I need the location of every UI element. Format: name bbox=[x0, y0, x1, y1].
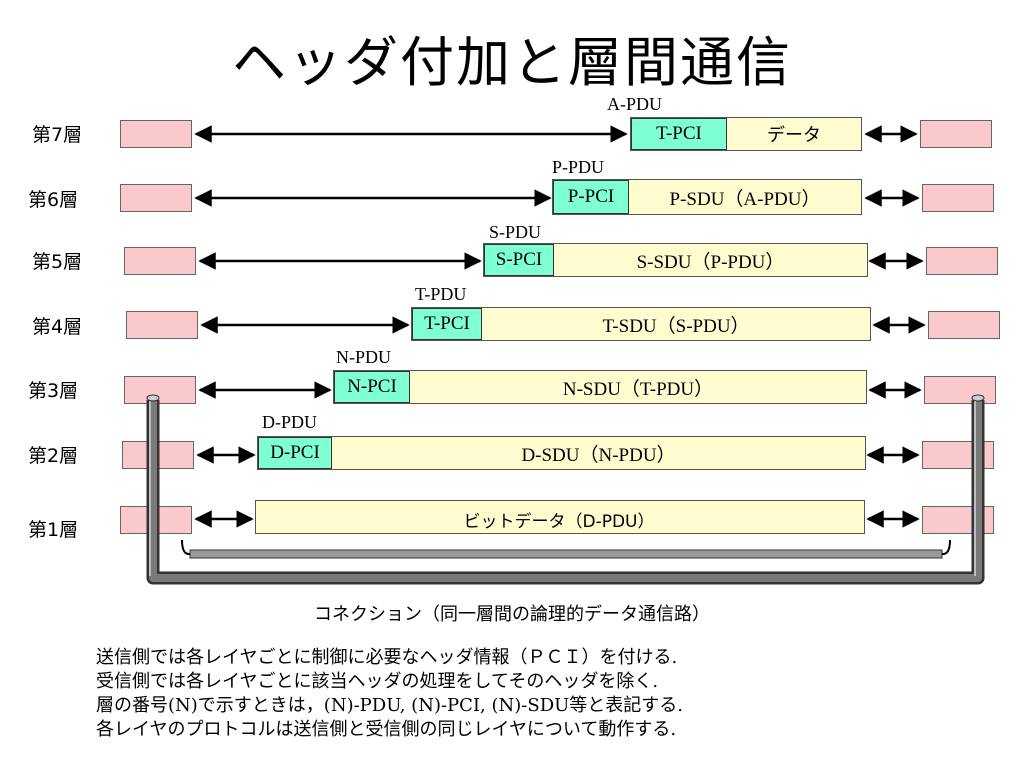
pci-3: N-PCI bbox=[334, 371, 410, 403]
layer-label-2: 第2層 bbox=[28, 445, 79, 467]
connection-caption: コネクション（同一層間の論理的データ通信路） bbox=[314, 604, 710, 625]
receiver-box-5 bbox=[926, 247, 998, 275]
pdu-box-3: N-PCI N-SDU（T-PDU） bbox=[333, 370, 867, 404]
pdu-label-7: A-PDU bbox=[607, 94, 663, 114]
sdu-2: D-SDU（N-PDU） bbox=[521, 444, 676, 466]
pdu-label-3: N-PDU bbox=[336, 347, 392, 367]
sdu-6: P-SDU（A-PDU） bbox=[669, 188, 821, 210]
sdu-7: データ bbox=[767, 125, 821, 146]
pdu-label-6: P-PDU bbox=[552, 157, 605, 177]
sdu-4: T-SDU（S-PDU） bbox=[602, 315, 750, 337]
sender-box-7 bbox=[120, 120, 192, 148]
sdu-3: N-SDU（T-PDU） bbox=[562, 378, 714, 400]
note-line-1: 送信側では各レイヤごとに制御に必要なヘッダ情報（ＰＣＩ）を付ける. bbox=[96, 647, 678, 668]
sender-box-6 bbox=[120, 184, 192, 212]
pci-4: T-PCI bbox=[412, 308, 482, 340]
receiver-box-4 bbox=[928, 311, 1000, 339]
layer-label-3: 第3層 bbox=[28, 380, 79, 402]
pdu-label-2: D-PDU bbox=[262, 412, 318, 432]
sender-box-3 bbox=[124, 376, 196, 404]
pdu-box-4: T-PCI T-SDU（S-PDU） bbox=[411, 307, 871, 341]
note-line-2: 受信側では各レイヤごとに該当ヘッダの処理をしてそのヘッダを除く. bbox=[96, 671, 659, 692]
sdu-1: ビットデータ（D-PDU） bbox=[463, 512, 655, 532]
sender-box-4 bbox=[126, 311, 198, 339]
connection-pipe bbox=[146, 394, 985, 585]
pdu-label-5: S-PDU bbox=[489, 222, 542, 242]
sdu-5: S-SDU（P-PDU） bbox=[636, 251, 785, 273]
pdu-box-1: ビットデータ（D-PDU） bbox=[255, 500, 865, 534]
layer-label-1: 第1層 bbox=[28, 519, 79, 541]
pci-7: T-PCI bbox=[631, 118, 727, 150]
pci-6: P-PCI bbox=[553, 180, 629, 214]
pci-2: D-PCI bbox=[258, 437, 332, 469]
receiver-box-6 bbox=[922, 184, 994, 212]
pci-5: S-PCI bbox=[484, 244, 554, 276]
pdu-label-4: T-PDU bbox=[415, 284, 467, 304]
layer-label-5: 第5層 bbox=[32, 251, 83, 273]
sender-box-5 bbox=[124, 247, 196, 275]
notes: 送信側では各レイヤごとに制御に必要なヘッダ情報（ＰＣＩ）を付ける. 受信側では各… bbox=[96, 646, 683, 742]
layer-label-6: 第6層 bbox=[28, 189, 79, 211]
pdu-box-7: T-PCI データ bbox=[630, 117, 862, 151]
pdu-box-2: D-PCI D-SDU（N-PDU） bbox=[257, 436, 866, 470]
note-line-3: 層の番号(N)で示すときは，(N)-PDU, (N)-PCI, (N)-SDU等… bbox=[96, 695, 684, 716]
layer-label-7: 第7層 bbox=[32, 124, 83, 146]
pdu-box-6: P-PCI P-SDU（A-PDU） bbox=[552, 179, 862, 215]
page-title: ヘッダ付加と層間通信 bbox=[232, 31, 792, 94]
pdu-box-5: S-PCI S-SDU（P-PDU） bbox=[483, 243, 868, 277]
note-line-4: 各レイヤのプロトコルは送信側と受信側の同じレイヤについて動作する. bbox=[96, 719, 677, 740]
receiver-box-7 bbox=[920, 120, 992, 148]
layer-label-4: 第4層 bbox=[32, 316, 83, 338]
